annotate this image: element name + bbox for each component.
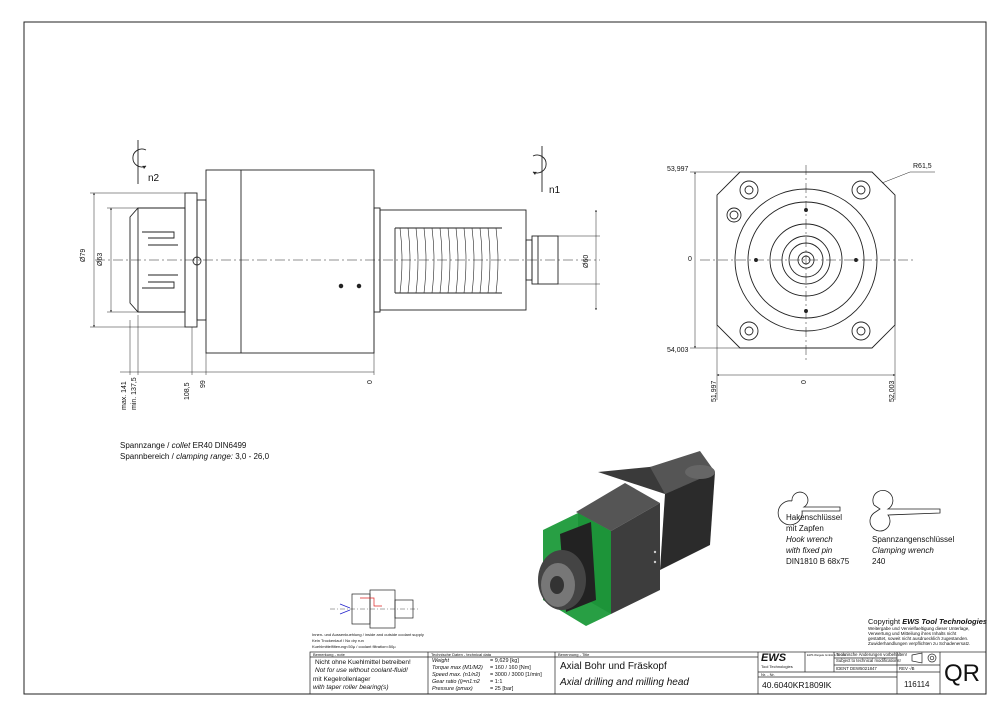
- copyright-l2: Verwertung und Mitteilung ihres Inhalts …: [868, 631, 957, 636]
- hook-wrench-de1: Hakenschlüssel: [786, 513, 843, 522]
- clamping-wrench-de: Spannzangenschlüssel: [872, 535, 955, 544]
- dim-51-997: 51,997: [711, 380, 718, 402]
- side-view: [90, 140, 600, 375]
- note-line2: Not for use without coolant-fluid!: [315, 667, 408, 674]
- dim-max141: max. 141: [121, 381, 128, 410]
- title-en: Axial drilling and milling head: [560, 677, 689, 688]
- dim-108-5: 108,5: [184, 382, 191, 400]
- copyright-l4: Zuwiderhandlungen verpflichten zu Schade…: [868, 641, 971, 646]
- dim-53-997: 53,997: [667, 166, 689, 173]
- dim-zero-bottom: 0: [801, 380, 808, 384]
- collet-line: Spannzange / collet ER40 DIN6499: [120, 442, 246, 450]
- coolant-schematic: [330, 589, 420, 629]
- dim-dia79: Ø79: [80, 248, 87, 262]
- copyright-word: Copyright: [868, 617, 901, 626]
- hook-wrench-de2: mit Zapfen: [786, 524, 824, 533]
- tech-row: Speed max. (n1/n2)= 3000 / 3000 [1/min]: [432, 672, 542, 678]
- projection-symbol-icon: [927, 653, 937, 663]
- hook-wrench-en2: with fixed pin: [786, 546, 833, 555]
- hook-wrench-en1: Hook wrench: [786, 535, 833, 544]
- tech-row: Torque max (M1/M2)= 160 / 160 [Nm]: [432, 665, 531, 671]
- collet-de: Spannzange /: [120, 441, 170, 450]
- dim-radius: R61,5: [913, 163, 932, 170]
- dim-52-003: 52,003: [889, 380, 896, 402]
- copyright-title: Copyright EWS Tool Technologies: [868, 618, 987, 626]
- clamping-wrench-en: Clamping wrench: [872, 546, 934, 555]
- dim-54-003: 54,003: [667, 347, 689, 354]
- note-header: Bemerkung - note: [313, 652, 345, 657]
- tech-row: Weight= 9,629 [kg]: [432, 658, 519, 664]
- note-line1: Nicht ohne Kuehlmittel betreiben!: [315, 659, 411, 666]
- front-view: [690, 165, 935, 400]
- coolant-line1: Innen- und Aussenkuehlung / inside and o…: [312, 632, 424, 637]
- rotation-arrow-n2-icon: [132, 140, 147, 184]
- modification-en: Subject to technical modifications!: [836, 658, 901, 663]
- collet-en: collet: [171, 441, 191, 450]
- collet-value: ER40 DIN6499: [192, 441, 247, 450]
- note-line3: mit Kegelrollenlager: [313, 676, 371, 683]
- rotation-label-n1: n1: [549, 185, 561, 196]
- company-small: EWS Weigele GmbH & Co. KG: [807, 653, 846, 657]
- copyright-l3: gestattet, soweit nicht ausdruecklich zu…: [868, 636, 969, 641]
- modification-de: Technische Änderungen vorbehalten!: [836, 652, 907, 657]
- hook-wrench-icon: [777, 491, 841, 526]
- clamping-wrench-icon: [869, 490, 941, 532]
- tech-data-table: Weight= 9,629 [kg] Torque max (M1/M2)= 1…: [432, 658, 554, 693]
- dim-min1375: min. 137,5: [131, 377, 138, 410]
- sheet-count: 116114: [904, 680, 930, 689]
- tech-header: Technische Daten - technical data: [431, 652, 492, 657]
- copyright-brand: EWS Tool Technologies: [902, 617, 988, 626]
- rotation-arrow-n1-icon: [532, 146, 547, 192]
- hook-wrench-code: DIN1810 B 68x75: [786, 557, 850, 566]
- clamping-range-en: clamping range:: [176, 452, 233, 461]
- title-de: Axial Bohr und Fräskopf: [560, 661, 667, 672]
- title-block: [309, 651, 987, 695]
- tech-row: Pressure (pmax)= 25 [bar]: [432, 686, 514, 692]
- title-header: Benennung - Title: [558, 652, 590, 657]
- dim-zero-left: 0: [688, 256, 692, 263]
- clamping-range-de: Spannbereich /: [120, 452, 174, 461]
- clamping-range-value: 3,0 - 26,0: [235, 452, 270, 461]
- dim-dia63: Ø63: [97, 252, 104, 266]
- coolant-line2: Kein Trockenlauf / No dry run: [312, 638, 364, 643]
- ident-number: IDENT DEW5021847: [836, 666, 877, 671]
- rotation-label-n2: n2: [148, 173, 160, 184]
- qr-label: QR: [944, 660, 980, 687]
- isometric-render: [538, 451, 715, 626]
- dim-dia60: Ø60: [583, 254, 590, 268]
- tech-row: Gear ratio (i)=n1:n2= 1:1: [432, 679, 503, 685]
- drawing-frame: [23, 21, 987, 695]
- ews-logo-sub: Tool Technologies: [761, 664, 793, 669]
- coolant-line3: Kuehlmittelfilterung<50µ / coolant filtr…: [312, 644, 396, 649]
- note-line4: with taper roller bearing(s): [313, 684, 389, 691]
- revision: REV -/B: [899, 666, 915, 671]
- part-number: 40.6040KR1809IK: [762, 680, 832, 690]
- dim-zero-side: 0: [367, 380, 374, 384]
- nr-header: Nr. - Nr.: [761, 672, 775, 677]
- clamping-range-line: Spannbereich / clamping range: 3,0 - 26,…: [120, 453, 269, 461]
- copyright-l1: Weitergabe und Vervielfaeltigung dieser …: [868, 626, 970, 631]
- clamping-wrench-code: 240: [872, 557, 886, 566]
- dim-99: 99: [200, 380, 207, 388]
- ews-logo: EWS: [761, 652, 787, 664]
